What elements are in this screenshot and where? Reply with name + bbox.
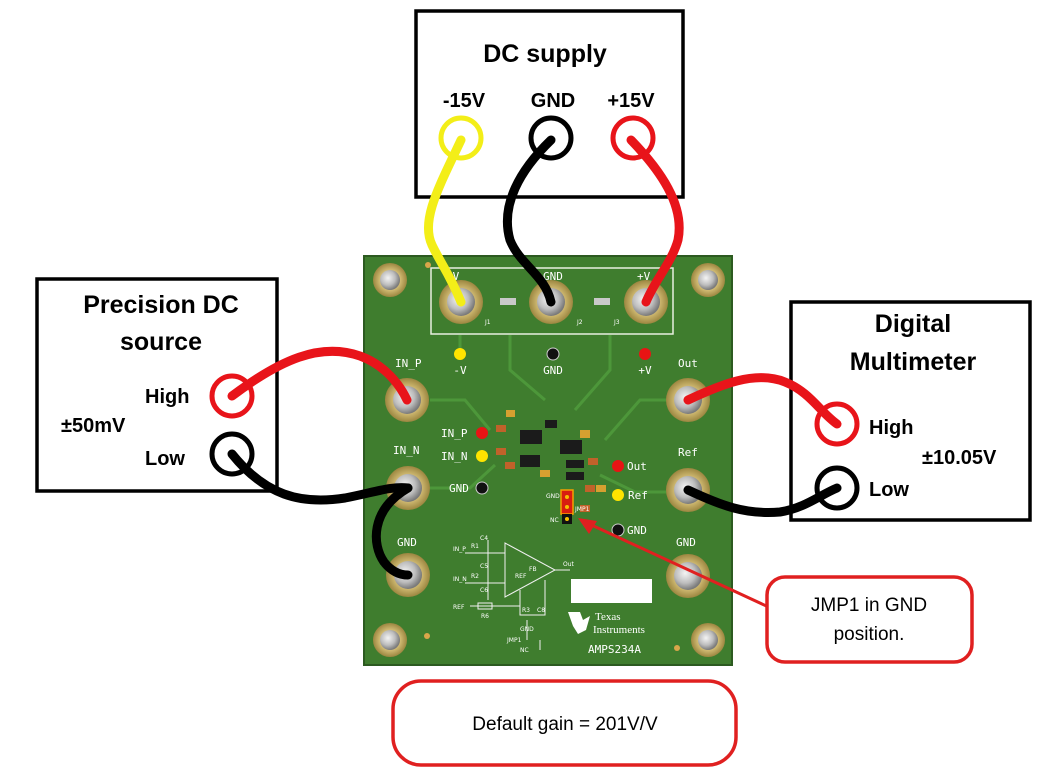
tp-label-in-p: IN_P [441, 427, 468, 440]
tp-out [612, 460, 624, 472]
connector-j2: J2 [576, 319, 583, 326]
tp-label-ref: Ref [628, 489, 648, 502]
sch-gnd: GND [520, 626, 534, 633]
ring-neg15v [438, 115, 484, 161]
terminal-label-pos15v: +15V [607, 90, 655, 112]
ring-source-high [209, 373, 255, 419]
wire-innn-gnd [371, 483, 413, 580]
source-range: ±50mV [61, 415, 126, 437]
ring-gnd-supply [528, 115, 574, 161]
term-label-ref: Ref [678, 446, 698, 459]
testpoint-label-neg-v: -V [453, 364, 467, 377]
tp-label-gnd-2: GND [627, 524, 647, 537]
testpoint-neg-v [454, 348, 466, 360]
sch-out: Out [563, 561, 575, 568]
sch-r3: R3 [522, 607, 530, 614]
sch-jmp1: JMP1 [506, 637, 522, 644]
jumper-label-nc: NC [550, 517, 559, 524]
term-label-gnd-left: GND [397, 536, 417, 549]
wire-neg15v [423, 135, 466, 307]
sch-ref: REF [515, 573, 527, 580]
connector-rings [209, 115, 860, 511]
jumper-label-name: JMP1 [574, 506, 590, 513]
term-label-in-p: IN_P [395, 357, 422, 370]
ring-dmm-high [814, 401, 860, 447]
sch-c6: C6 [480, 587, 488, 594]
pcb-board: -V GND +V J1 J2 J3 -V GND +V IN_P IN_N G… [363, 255, 733, 666]
ti-brand-2: Instruments [593, 624, 645, 636]
tp-gnd [475, 481, 489, 495]
sch-in-p: IN_P [453, 546, 466, 553]
wire-source-high [227, 346, 412, 405]
tp-label-out: Out [627, 460, 647, 473]
dmm-reading: ±10.05V [922, 447, 997, 469]
tp-in-p [476, 427, 488, 439]
callout-arrow-head-icon [578, 518, 597, 534]
connector-j3: J3 [613, 319, 620, 326]
dmm-high-label: High [869, 417, 913, 439]
ring-dmm-low [814, 465, 860, 511]
sch-r2: R2 [471, 573, 479, 580]
sch-c5: C5 [480, 563, 488, 570]
sch-c8: C8 [537, 607, 545, 614]
gain-note: Default gain = 201V/V [472, 714, 658, 735]
wire-pos15v [626, 135, 684, 307]
board-part-name: AMPS234A [588, 643, 641, 656]
callout-arrow-line [584, 520, 776, 612]
multimeter-box: Digital Multimeter High ±10.05V Low [789, 300, 1032, 522]
ti-brand-1: Texas [595, 611, 621, 623]
jumper-jmp1 [560, 489, 574, 524]
tp-in-n [476, 450, 488, 462]
sch-ref-left: REF [453, 604, 465, 611]
term-label-in-n: IN_N [393, 444, 420, 457]
jumper-callout: JMP1 in GND position. [578, 518, 974, 664]
testpoint-gnd [546, 347, 560, 361]
testpoint-pos-v [639, 348, 651, 360]
precision-source-title-1: Precision DC [83, 291, 239, 319]
dmm-low-label: Low [869, 479, 909, 501]
sch-r6: R6 [481, 613, 489, 620]
source-high-label: High [145, 386, 189, 408]
wires [227, 135, 842, 580]
source-low-label: Low [145, 448, 185, 470]
board-blank-label [571, 579, 652, 603]
tp-label-in-n: IN_N [441, 450, 468, 463]
term-label-out: Out [678, 357, 698, 370]
dc-supply-title: DC supply [483, 40, 607, 68]
tp-ref [612, 489, 624, 501]
board-label-gnd: GND [543, 270, 563, 283]
connector-j1: J1 [484, 319, 491, 326]
multimeter-title-2: Multimeter [850, 348, 977, 376]
precision-source-box: Precision DC source High ±50mV Low [35, 277, 279, 493]
wire-source-low [227, 449, 413, 505]
sch-r1: R1 [471, 543, 479, 550]
mounting-holes [373, 263, 725, 657]
terminal-label-neg15v: -15V [443, 90, 486, 112]
board-label-pos-v: +V [637, 270, 651, 283]
wire-gnd-supply [502, 135, 556, 307]
ti-logo-icon [568, 612, 590, 634]
ring-source-low [209, 431, 255, 477]
testpoint-label-gnd: GND [543, 364, 563, 377]
board-schematic [465, 540, 570, 650]
sch-nc: NC [520, 647, 529, 654]
smd-components [496, 410, 606, 512]
jumper-note-1: JMP1 in GND [811, 595, 927, 616]
multimeter-title-1: Digital [875, 310, 951, 338]
term-label-gnd-right: GND [676, 536, 696, 549]
sch-fb: FB [529, 566, 537, 573]
testpoint-label-pos-v: +V [638, 364, 652, 377]
jumper-note-2: position. [834, 624, 905, 645]
precision-source-title-2: source [120, 328, 202, 356]
sch-c4: C4 [480, 535, 488, 542]
dc-supply-box: DC supply -15V GND +15V [414, 9, 685, 199]
terminal-label-gnd: GND [531, 90, 575, 112]
jumper-label-gnd: GND [546, 493, 560, 500]
gain-callout: Default gain = 201V/V [391, 679, 738, 767]
sch-in-n: IN_N [453, 576, 467, 583]
ring-pos15v [610, 115, 656, 161]
tp-label-gnd: GND [449, 482, 469, 495]
